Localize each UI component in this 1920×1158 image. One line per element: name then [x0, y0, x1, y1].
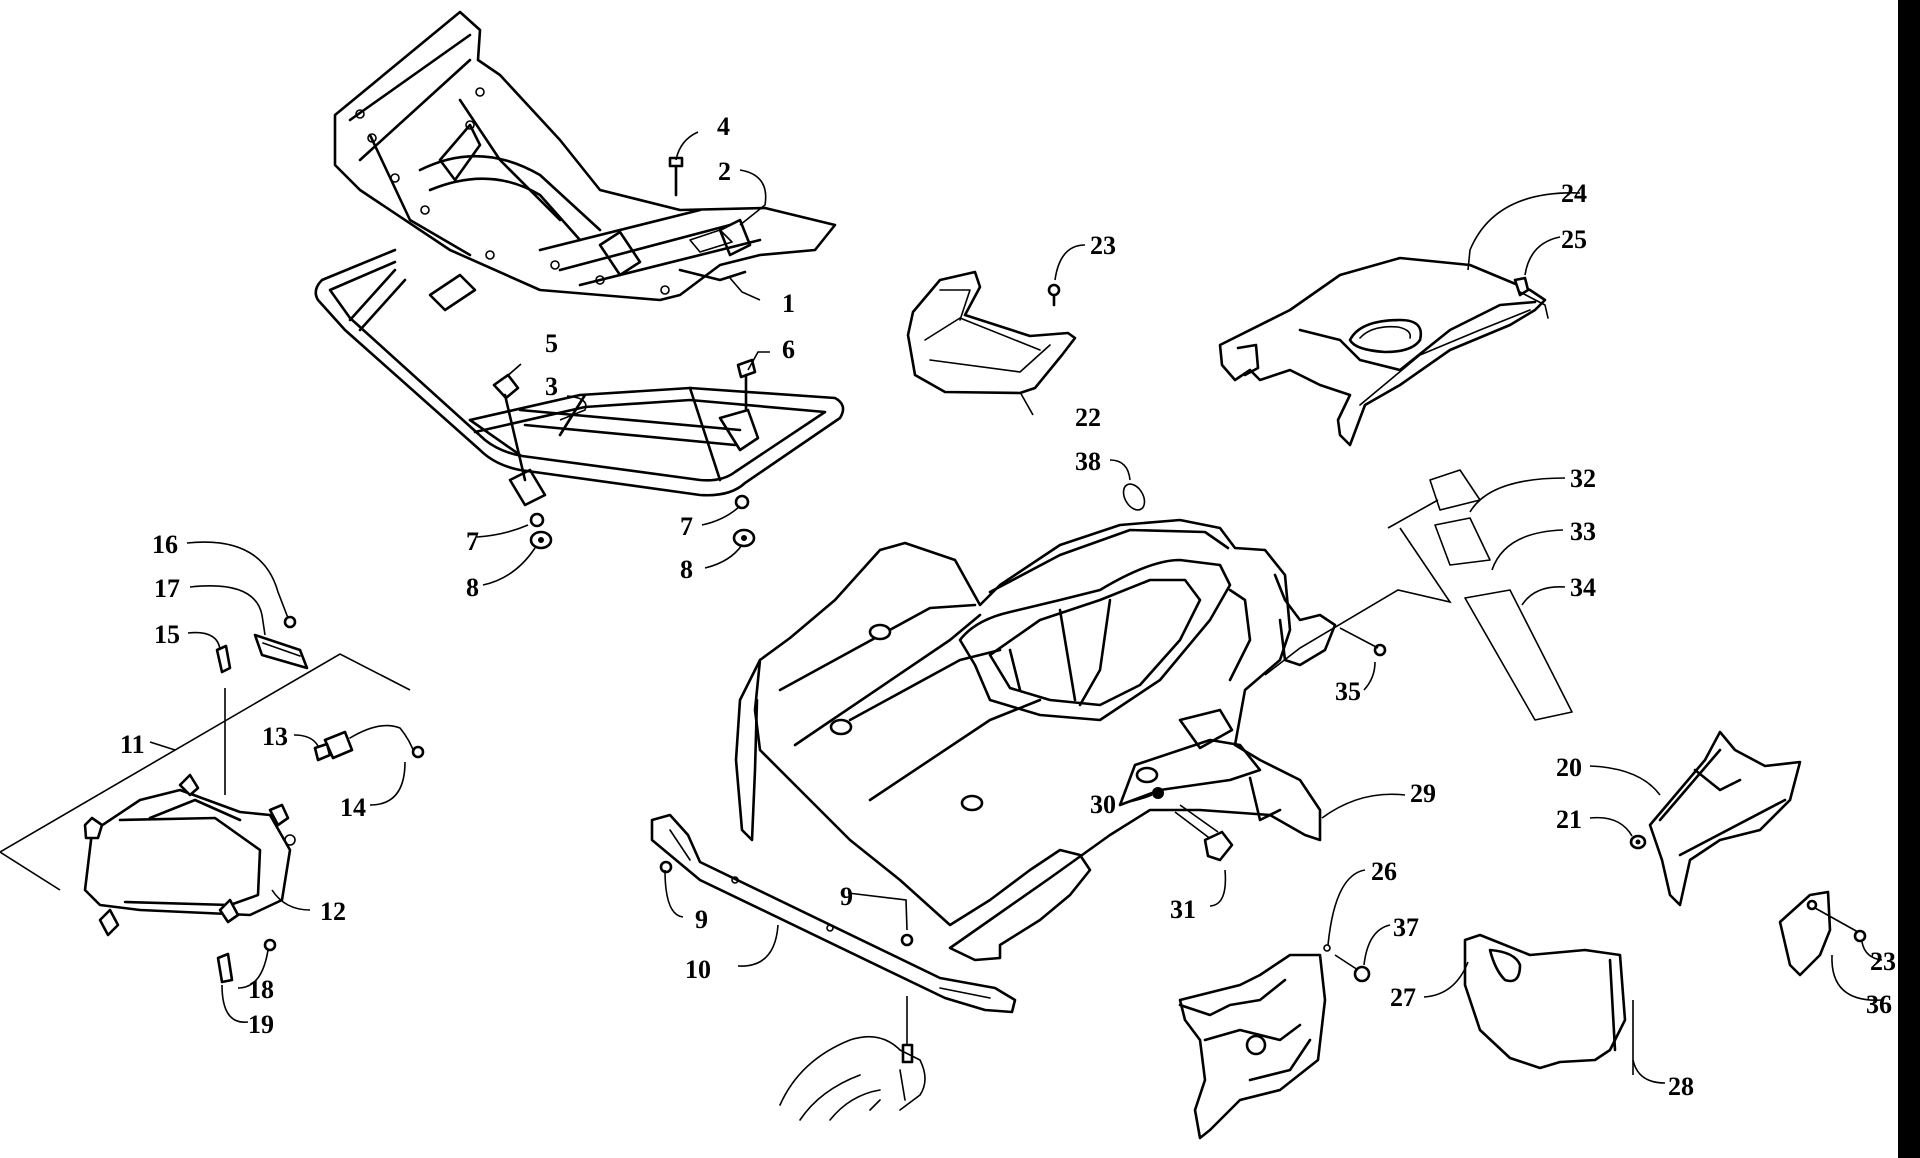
- callout-10: 10: [685, 955, 711, 984]
- callout-22: 22: [1075, 403, 1101, 432]
- callout-36: 36: [1866, 990, 1892, 1019]
- inner-fender-26: [1178, 944, 1371, 1140]
- callout-25: 25: [1561, 225, 1587, 254]
- fender-liner-27: [1463, 933, 1634, 1075]
- callout-labels: 1 2 3 4 5 6 7 7 8 8 9 9 10 11 12 13 14 1…: [120, 112, 1896, 1101]
- side-panel-right: [1629, 730, 1802, 907]
- callout-7-right: 7: [680, 512, 693, 541]
- front-body-panel: [734, 518, 1337, 962]
- callout-34: 34: [1570, 573, 1596, 602]
- callout-18: 18: [248, 975, 274, 1004]
- callout-1: 1: [782, 289, 795, 318]
- headlight-assembly: [0, 615, 425, 984]
- callout-19: 19: [248, 1010, 274, 1039]
- instrument-cover-part: [906, 270, 1077, 395]
- callout-2: 2: [718, 157, 731, 186]
- front-rack-part: [333, 10, 837, 302]
- callout-11: 11: [120, 730, 145, 759]
- callout-29: 29: [1410, 779, 1436, 808]
- callout-12: 12: [320, 897, 346, 926]
- callout-6: 6: [782, 335, 795, 364]
- callout-9-left: 9: [695, 905, 708, 934]
- callout-7-left: 7: [466, 527, 479, 556]
- callout-16: 16: [152, 530, 178, 559]
- small-cover-36: [1778, 890, 1867, 977]
- top-cover-part: [1218, 256, 1549, 447]
- callout-8-right: 8: [680, 555, 693, 584]
- right-edge-bar: [1898, 0, 1920, 1158]
- o-ring: [1122, 483, 1146, 511]
- front-support-bracket: [650, 813, 1017, 1121]
- decal-group: [1264, 469, 1573, 721]
- callout-23-right: 23: [1870, 947, 1896, 976]
- callout-35: 35: [1335, 677, 1361, 706]
- callout-17: 17: [154, 574, 180, 603]
- callout-15: 15: [154, 620, 180, 649]
- latch-parts: [1152, 787, 1234, 862]
- callout-37: 37: [1393, 913, 1419, 942]
- callout-4: 4: [717, 112, 730, 141]
- callout-31: 31: [1170, 895, 1196, 924]
- callout-24: 24: [1561, 179, 1587, 208]
- rack-hardware: [492, 156, 757, 550]
- callout-leaders: [149, 131, 1883, 1084]
- callout-26: 26: [1371, 857, 1397, 886]
- callout-20: 20: [1556, 753, 1582, 782]
- callout-28: 28: [1668, 1072, 1694, 1101]
- callout-5: 5: [545, 329, 558, 358]
- callout-14: 14: [340, 793, 366, 822]
- callout-21: 21: [1556, 805, 1582, 834]
- callout-32: 32: [1570, 464, 1596, 493]
- front-bumper-part: [314, 248, 845, 507]
- callout-30: 30: [1090, 790, 1116, 819]
- callout-23-top: 23: [1090, 231, 1116, 260]
- callout-8-left: 8: [466, 573, 479, 602]
- callout-38: 38: [1075, 447, 1101, 476]
- callout-27: 27: [1390, 983, 1416, 1012]
- callout-33: 33: [1570, 517, 1596, 546]
- callout-3: 3: [545, 372, 558, 401]
- callout-9-right: 9: [840, 882, 853, 911]
- callout-13: 13: [262, 722, 288, 751]
